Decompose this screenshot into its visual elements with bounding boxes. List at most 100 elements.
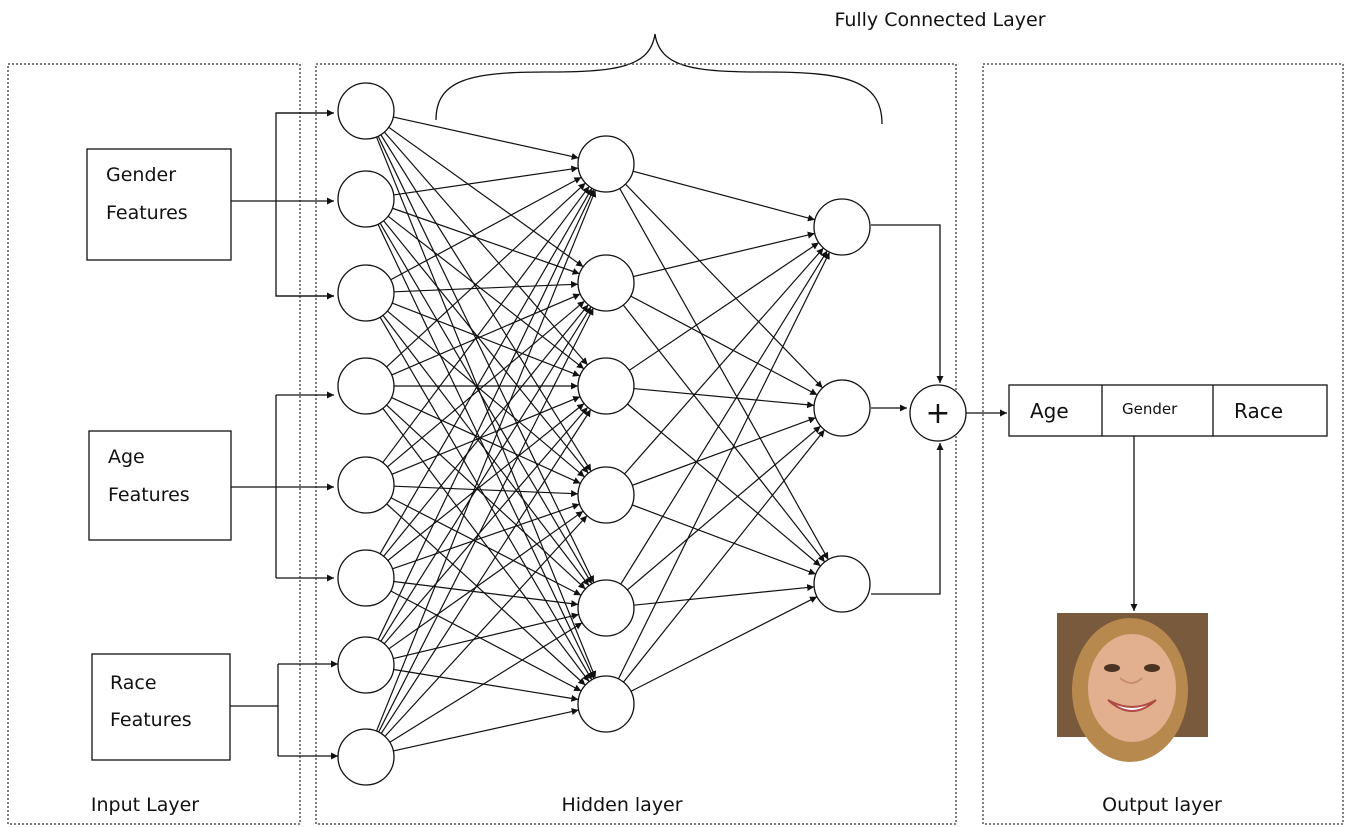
input-node [337, 170, 395, 228]
connection-edge [382, 407, 590, 683]
network-nodes [337, 82, 871, 786]
connection-edge [383, 131, 589, 366]
fully-connected-title: Fully Connected Layer [834, 9, 1045, 31]
gender-features-box: Gender Features [86, 148, 232, 261]
hidden2-node [813, 555, 871, 613]
connection-edge [390, 497, 582, 596]
input-node [337, 456, 395, 514]
connection-edge [393, 280, 579, 293]
connection-edge [392, 503, 580, 570]
connection-edge [383, 406, 589, 645]
connection-edge [384, 515, 588, 737]
hidden-layer-panel [315, 63, 957, 825]
connection-edge [625, 183, 823, 389]
connection-edge [388, 126, 584, 268]
connection-edge [390, 176, 582, 281]
race-features-box: Race Features [91, 653, 231, 761]
connection-edge [620, 250, 828, 585]
connection-edge [379, 187, 593, 555]
feature-connectors [230, 109, 338, 760]
connection-edge [383, 304, 589, 557]
input-node [337, 636, 395, 694]
connection-edge [382, 186, 590, 463]
input-layer-label: Input Layer [91, 794, 199, 816]
output-layer-panel [982, 63, 1344, 825]
connection-edge [387, 300, 585, 468]
connection-edge [630, 596, 818, 692]
connection-edge [380, 306, 592, 642]
sum-symbol: + [925, 396, 950, 431]
connection-edge [393, 708, 579, 752]
connection-edge [380, 409, 592, 734]
gender-features-label-line2: Features [106, 202, 188, 224]
connection-edge [391, 302, 581, 377]
connection-edge [377, 135, 595, 584]
network-edges [375, 116, 831, 752]
hidden-layer-label: Hidden layer [561, 794, 682, 816]
age-features-box: Age Features [88, 430, 232, 541]
connection-edge [378, 307, 594, 733]
connection-edge [632, 170, 816, 222]
race-features-label-line1: Race [110, 672, 157, 694]
connection-edge [386, 182, 586, 368]
output-vector: Age Gender Race [1008, 384, 1328, 437]
connection-edge [386, 404, 586, 590]
connection-edge [633, 388, 815, 409]
connection-edge [393, 612, 579, 660]
hidden2-node [813, 379, 871, 437]
connection-edge [383, 220, 589, 474]
connection-edge [632, 416, 816, 486]
connection-edge [380, 134, 592, 472]
face-photo [1057, 613, 1208, 762]
hidden1-node [577, 675, 635, 733]
connection-edge [377, 224, 595, 679]
connection-edge [393, 668, 579, 702]
connection-edge [393, 165, 579, 196]
connection-edge [375, 136, 597, 679]
input-node [337, 82, 395, 140]
connection-edge [630, 295, 818, 396]
sum-node: + [909, 384, 967, 442]
connection-edge [622, 304, 826, 563]
connection-edge [375, 189, 597, 732]
connection-edge [390, 590, 582, 692]
connection-edge [387, 215, 585, 370]
hidden1-node [577, 254, 635, 312]
output-gender-cell: Gender [1122, 400, 1178, 418]
connection-edge [622, 429, 826, 683]
connection-edge [382, 314, 590, 587]
hidden1-node [577, 357, 635, 415]
output-age-cell: Age [1030, 399, 1069, 423]
connection-edge [389, 622, 583, 743]
sum-connectors [871, 224, 1007, 595]
hidden1-node [577, 135, 635, 193]
connection-edge [387, 403, 585, 561]
connection-edge [624, 247, 824, 475]
output-layer-label: Output layer [1102, 794, 1222, 816]
connection-edge [617, 251, 831, 680]
race-features-label-line2: Features [110, 709, 192, 731]
connection-edge [619, 188, 829, 560]
input-layer-panel [7, 63, 301, 825]
connection-edge [386, 503, 586, 686]
connection-edge [628, 242, 820, 371]
age-features-label-line1: Age [108, 446, 145, 468]
input-node [337, 728, 395, 786]
connection-edge [377, 188, 595, 641]
age-features-label-line2: Features [108, 484, 190, 506]
hidden1-node [577, 466, 635, 524]
input-node [337, 549, 395, 607]
connection-edge [388, 510, 584, 650]
connection-edge [627, 403, 821, 567]
hidden2-node [813, 198, 871, 256]
input-node [337, 357, 395, 415]
connection-edge [626, 425, 822, 591]
connection-edge [633, 584, 815, 606]
input-node [337, 264, 395, 322]
fully-connected-brace [435, 33, 883, 125]
connection-edge [633, 231, 815, 278]
gender-features-label-line1: Gender [106, 164, 176, 186]
connection-edge [379, 222, 593, 585]
connection-edge [393, 580, 579, 608]
